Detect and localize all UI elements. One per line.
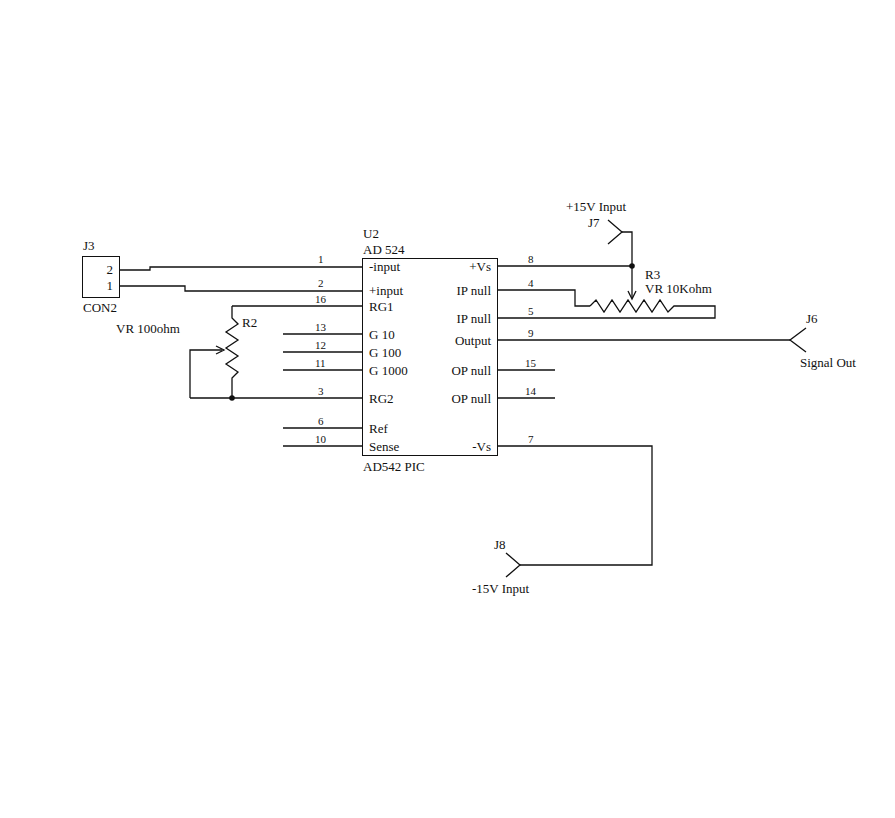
pin-number: 1 xyxy=(318,253,324,265)
pin-wire xyxy=(232,305,362,306)
wiper-wire xyxy=(190,350,232,398)
connector-symbol xyxy=(790,328,806,352)
pin-name: IP null xyxy=(456,312,491,326)
pin-number: 13 xyxy=(315,321,326,333)
pin-name: Output xyxy=(455,334,491,348)
pin-name: +input xyxy=(369,284,403,298)
part-name: AD 524 xyxy=(363,243,405,257)
connector-symbol xyxy=(608,220,622,244)
ref-designator: J8 xyxy=(494,538,506,552)
pin-number: 12 xyxy=(315,339,326,351)
signal-wire xyxy=(120,286,362,291)
pin-name: -input xyxy=(369,260,400,274)
part-value: VR 10Kohm xyxy=(645,282,712,296)
ref-designator: R2 xyxy=(242,316,257,330)
signal-wire xyxy=(120,267,362,270)
pin-number: 8 xyxy=(528,253,534,265)
pin-name: OP null xyxy=(451,364,491,378)
pin-name: RG2 xyxy=(369,392,394,406)
pin-wire xyxy=(498,369,555,370)
pin-wire xyxy=(283,445,362,446)
pin-number: 14 xyxy=(525,385,536,397)
wire-path xyxy=(120,286,362,291)
resistor-symbol xyxy=(226,306,238,398)
pin-wire xyxy=(283,369,362,370)
part-value: VR 100ohm xyxy=(116,322,180,336)
pin-number: 2 xyxy=(318,277,324,289)
ref-designator: J3 xyxy=(83,239,95,253)
wiper-wire xyxy=(631,266,632,298)
pin-name: +Vs xyxy=(469,260,491,274)
pin-name: -Vs xyxy=(472,440,491,454)
pin-wire xyxy=(498,306,715,318)
supply-wire xyxy=(498,446,652,565)
pin-wire xyxy=(283,333,362,334)
pin-wire xyxy=(283,351,362,352)
ref-designator: U2 xyxy=(363,227,379,241)
pin-name: Ref xyxy=(369,422,388,436)
connector-symbol xyxy=(506,553,520,577)
pin-name: G 1000 xyxy=(369,364,408,378)
pin-wire xyxy=(498,290,590,306)
pin-number: 1 xyxy=(107,279,114,293)
connector-label: Signal Out xyxy=(800,356,856,370)
pin-number: 16 xyxy=(315,293,326,305)
pin-name: Sense xyxy=(369,440,399,454)
pin-wire xyxy=(498,397,555,398)
pin-number: 9 xyxy=(528,327,534,339)
pin-wire xyxy=(232,397,362,398)
part-name: AD542 PIC xyxy=(363,460,425,474)
junction-dot xyxy=(229,395,235,401)
wire-path xyxy=(120,267,362,270)
ref-designator: R3 xyxy=(645,268,660,282)
connector-label: +15V Input xyxy=(566,200,626,214)
pin-wire xyxy=(498,265,632,266)
pin-number: 6 xyxy=(318,415,324,427)
pin-number: 4 xyxy=(528,277,534,289)
pin-number: 15 xyxy=(525,357,536,369)
ic-box: U2AD 524-input+inputRG1G 10G 100G 1000RG… xyxy=(362,258,498,456)
pin-number: 5 xyxy=(528,305,534,317)
junction-dot xyxy=(629,263,635,269)
pin-name: G 100 xyxy=(369,346,401,360)
pin-number: 10 xyxy=(315,433,326,445)
wiper-arrow xyxy=(628,291,636,299)
pin-number: 2 xyxy=(107,263,114,277)
ref-designator: J6 xyxy=(806,312,818,326)
wiper-arrow xyxy=(216,346,224,354)
pin-name: IP null xyxy=(456,284,491,298)
pin-name: RG1 xyxy=(369,300,394,314)
pin-number: 11 xyxy=(315,357,326,369)
resistor-symbol xyxy=(590,300,680,312)
part-name: CON2 xyxy=(83,301,117,315)
connector-box: J321CON2 xyxy=(82,256,120,298)
pin-wire xyxy=(283,427,362,428)
pin-number: 3 xyxy=(318,385,324,397)
supply-wire xyxy=(622,232,632,266)
pin-number: 7 xyxy=(528,433,534,445)
output-wire xyxy=(498,339,790,340)
pin-name: OP null xyxy=(451,392,491,406)
connector-label: -15V Input xyxy=(472,582,529,596)
ref-designator: J7 xyxy=(588,216,600,230)
pin-name: G 10 xyxy=(369,328,395,342)
